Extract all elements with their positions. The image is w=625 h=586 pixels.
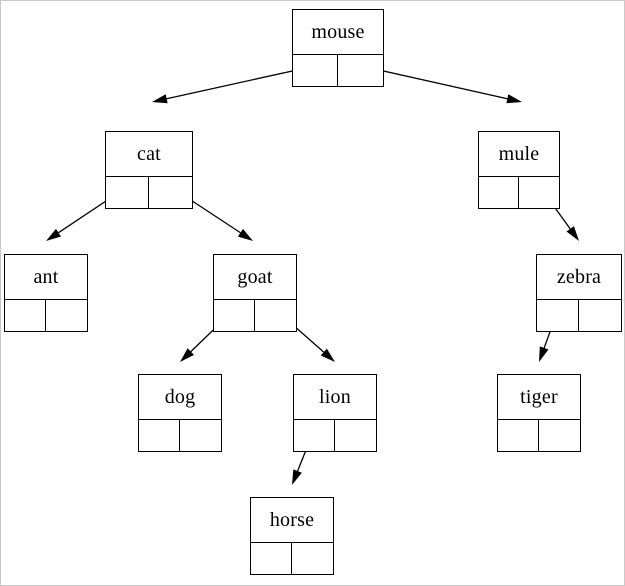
node-pointer-row-ant: [5, 300, 87, 331]
node-pointer-row-goat: [214, 300, 296, 331]
edge-arrowhead-icon: [506, 94, 522, 104]
node-right-pointer-tiger: [539, 420, 580, 451]
edge-mouse-right-to-mule: [360, 65, 522, 104]
edge-arrowhead-icon: [180, 348, 194, 362]
tree-node-cat: cat: [105, 131, 193, 209]
node-pointer-row-zebra: [537, 300, 621, 331]
node-left-pointer-ant: [5, 300, 46, 331]
edge-arrowhead-icon: [46, 228, 62, 241]
node-right-pointer-dog: [180, 420, 221, 451]
node-label-mouse: mouse: [293, 10, 383, 55]
node-label-ant: ant: [5, 255, 87, 300]
node-label-goat: goat: [214, 255, 296, 300]
tree-node-mouse: mouse: [292, 9, 384, 87]
node-pointer-row-lion: [294, 420, 376, 451]
node-left-pointer-mouse: [293, 55, 338, 86]
node-right-pointer-horse: [292, 543, 333, 574]
tree-node-ant: ant: [4, 254, 88, 332]
node-left-pointer-mule: [479, 177, 519, 208]
tree-node-dog: dog: [138, 374, 222, 452]
node-left-pointer-goat: [214, 300, 255, 331]
node-right-pointer-ant: [46, 300, 87, 331]
node-left-pointer-dog: [139, 420, 180, 451]
node-left-pointer-lion: [294, 420, 335, 451]
edge-arrowhead-icon: [237, 228, 253, 241]
node-label-mule: mule: [479, 132, 559, 177]
node-label-dog: dog: [139, 375, 221, 420]
node-pointer-row-mule: [479, 177, 559, 208]
node-pointer-row-cat: [106, 177, 192, 208]
node-label-tiger: tiger: [498, 375, 580, 420]
edge-arrowhead-icon: [292, 469, 302, 485]
node-label-zebra: zebra: [537, 255, 621, 300]
tree-node-tiger: tiger: [497, 374, 581, 452]
node-pointer-row-dog: [139, 420, 221, 451]
node-label-horse: horse: [251, 498, 333, 543]
node-pointer-row-horse: [251, 543, 333, 574]
edge-arrowhead-icon: [539, 346, 549, 362]
node-left-pointer-tiger: [498, 420, 539, 451]
node-label-lion: lion: [294, 375, 376, 420]
node-right-pointer-mule: [519, 177, 559, 208]
tree-node-horse: horse: [250, 497, 334, 575]
node-left-pointer-zebra: [537, 300, 579, 331]
node-right-pointer-mouse: [338, 55, 383, 86]
node-right-pointer-lion: [335, 420, 376, 451]
tree-node-mule: mule: [478, 131, 560, 209]
tree-node-lion: lion: [293, 374, 377, 452]
edge-arrowhead-icon: [320, 348, 335, 362]
edge-mouse-left-to-cat: [152, 65, 316, 104]
node-left-pointer-horse: [251, 543, 292, 574]
node-label-cat: cat: [106, 132, 192, 177]
node-left-pointer-cat: [106, 177, 149, 208]
node-right-pointer-goat: [255, 300, 296, 331]
tree-node-goat: goat: [213, 254, 297, 332]
node-right-pointer-zebra: [579, 300, 621, 331]
edge-arrowhead-icon: [566, 226, 579, 241]
node-right-pointer-cat: [149, 177, 192, 208]
edge-arrowhead-icon: [152, 94, 168, 104]
node-pointer-row-mouse: [293, 55, 383, 86]
tree-node-zebra: zebra: [536, 254, 622, 332]
node-pointer-row-tiger: [498, 420, 580, 451]
